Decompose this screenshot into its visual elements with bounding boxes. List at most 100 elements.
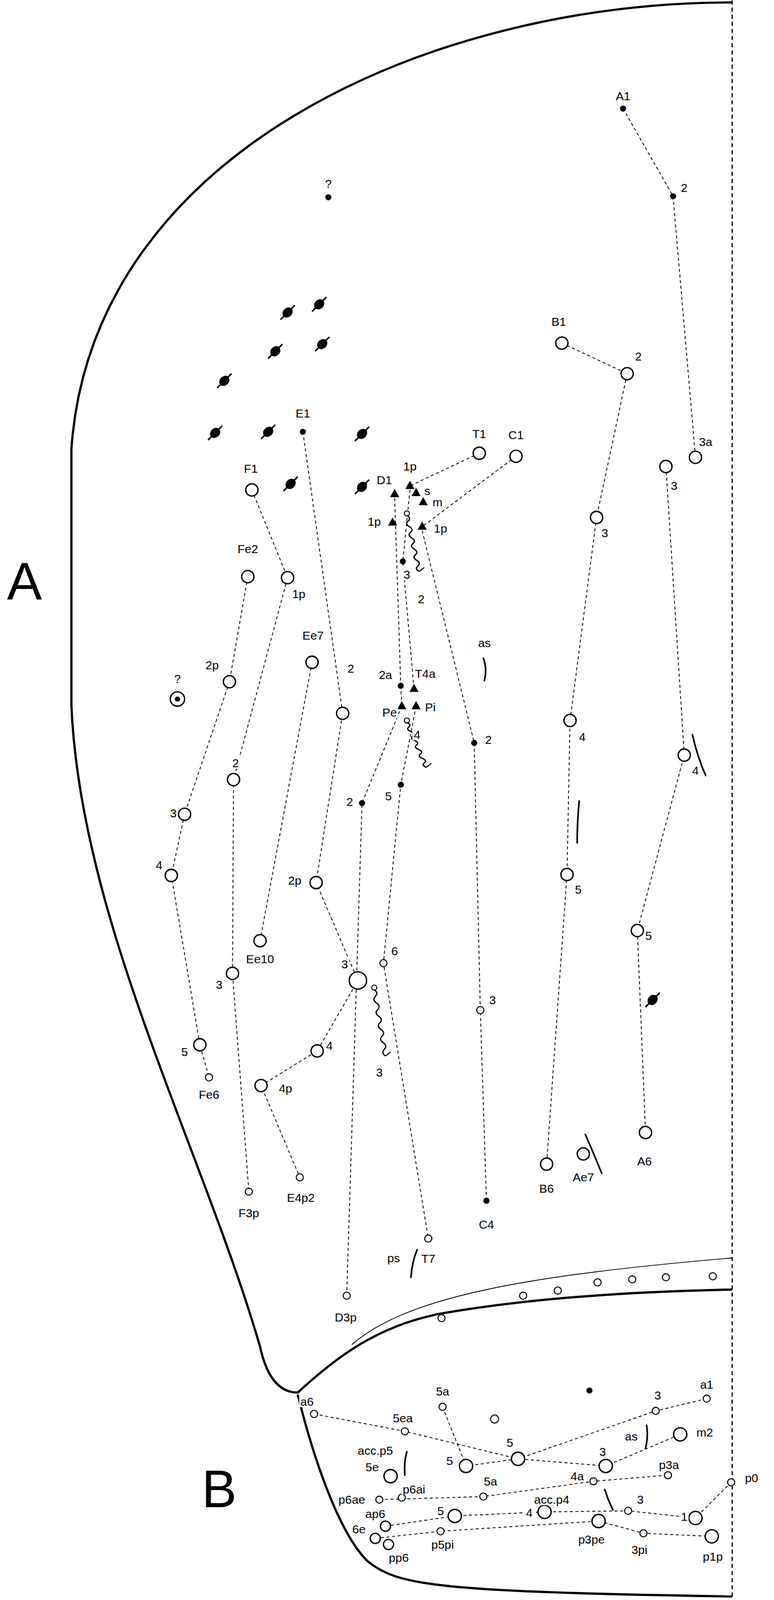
- chaeta-label: 6: [390, 944, 400, 957]
- sensillum: [411, 1249, 418, 1277]
- midline: [731, 0, 733, 1600]
- chaeta-socket: [383, 1469, 397, 1483]
- macrochaeta: [216, 373, 232, 388]
- chaeta-socket: [246, 483, 258, 496]
- chaeta-label: 2: [231, 756, 241, 769]
- macrochaeta: [268, 344, 283, 359]
- chaeta-socket: [554, 1286, 562, 1294]
- chaeta-label: 2: [680, 181, 690, 194]
- chaeta-socket: [473, 447, 486, 460]
- chaeta-label: ?: [173, 672, 183, 685]
- macrochaeta: [354, 426, 370, 441]
- chaeta-socket: [226, 967, 239, 980]
- microchaeta: [399, 558, 407, 565]
- macrochaeta: [312, 297, 327, 312]
- chaeta-socket: [437, 1314, 446, 1322]
- chaeta-socket: [673, 1427, 687, 1441]
- sensillum: [645, 1424, 647, 1449]
- macrochaeta: [280, 305, 295, 320]
- chaeta-socket: [227, 773, 240, 786]
- chaeta-label: B6: [538, 1181, 556, 1194]
- macrochaeta: [354, 479, 370, 494]
- unknown-chaeta: [174, 696, 180, 702]
- bothriotrichum: [404, 717, 410, 723]
- chaeta-label: p5pi: [430, 1537, 456, 1550]
- chaeta-socket: [590, 1477, 598, 1485]
- chaeta-socket: [555, 337, 568, 350]
- microchaeta: [620, 105, 627, 112]
- chaeta-socket: [309, 876, 322, 889]
- dashed-line: [410, 453, 480, 486]
- chaeta-label: 3: [653, 1389, 663, 1402]
- chaeta-socket: [490, 1414, 499, 1423]
- chaeta-socket: [439, 1403, 447, 1411]
- chaeta-label: p3a: [657, 1458, 681, 1471]
- chaeta-socket: [599, 1459, 613, 1473]
- trichobothrium-complex: [396, 701, 407, 710]
- chaeta-label: 2a: [377, 668, 393, 681]
- chaeta-socket: [576, 1147, 589, 1160]
- macrochaeta: [207, 425, 223, 440]
- dashed-line: [379, 1475, 669, 1500]
- chaeta-label: 3: [600, 526, 610, 539]
- bothriotrichum: [419, 567, 425, 572]
- chaeta-socket: [178, 808, 191, 821]
- microchaeta: [397, 682, 404, 690]
- chaeta-label: 5: [383, 789, 393, 802]
- chaeta-label: 5: [436, 1504, 446, 1517]
- sensillum: [585, 1134, 602, 1174]
- dashed-line: [442, 1406, 681, 1466]
- chaeta-socket: [624, 1506, 633, 1515]
- chaeta-label: Pe: [381, 705, 399, 718]
- trichobothrium-complex: [417, 521, 427, 530]
- microchaeta: [397, 781, 404, 788]
- chaeta-socket: [639, 1125, 652, 1138]
- chaeta-label: m2: [695, 1425, 715, 1438]
- chaeta-label: 1: [680, 1510, 690, 1523]
- chaeta-label: 2: [633, 349, 644, 362]
- microchaeta: [358, 800, 366, 807]
- chaeta-label: p0: [743, 1471, 760, 1484]
- chaeta-socket: [401, 1427, 409, 1436]
- dashed-line: [422, 456, 516, 527]
- chaeta-label: 3: [488, 993, 498, 1006]
- chaeta-label: ap6: [363, 1507, 387, 1520]
- dashed-line: [385, 1481, 732, 1526]
- chaeta-label: 5: [505, 1435, 515, 1448]
- chaeta-socket: [652, 1407, 660, 1415]
- bothriotrichum: [406, 722, 427, 768]
- sensillum: [576, 800, 580, 843]
- chaeta-label: 5a: [482, 1474, 499, 1487]
- trichobothrium-complex: [411, 488, 421, 497]
- chaeta-label: s: [423, 484, 432, 497]
- macrochaeta: [260, 424, 276, 439]
- chaeta-label: 5ea: [391, 1411, 415, 1424]
- chaeta-label: 4: [578, 730, 588, 743]
- chaeta-label: as: [623, 1430, 639, 1443]
- chaeta-socket: [631, 924, 644, 937]
- chaeta-socket: [640, 1529, 648, 1538]
- chaeta-socket: [436, 1527, 445, 1535]
- chaeta-label: as: [476, 636, 492, 649]
- chaeta-socket: [509, 449, 522, 462]
- chaeta-socket: [370, 1533, 381, 1544]
- bothriotrichum: [385, 1051, 391, 1056]
- chaeta-socket: [476, 1006, 485, 1014]
- chaeta-label: 1p: [291, 587, 307, 600]
- microchaeta: [586, 1387, 593, 1394]
- chaeta-label: 2: [416, 592, 427, 605]
- chaeta-label: a6: [299, 1395, 315, 1408]
- chaeta-socket: [662, 1273, 670, 1281]
- chaeta-socket: [519, 1291, 527, 1300]
- chaeta-socket: [165, 869, 178, 882]
- macrochaeta: [314, 336, 330, 351]
- bothriotrichum: [373, 989, 386, 1056]
- trichobothrium-complex: [387, 517, 397, 526]
- chaeta-socket: [241, 570, 254, 583]
- chaeta-label: 3: [169, 807, 179, 819]
- thorax-outline: [297, 1394, 733, 1597]
- chaeta-label: 4: [412, 728, 422, 741]
- chaeta-label: 3pi: [630, 1542, 649, 1555]
- chaeta-socket: [336, 707, 349, 720]
- macrochaeta: [268, 344, 283, 359]
